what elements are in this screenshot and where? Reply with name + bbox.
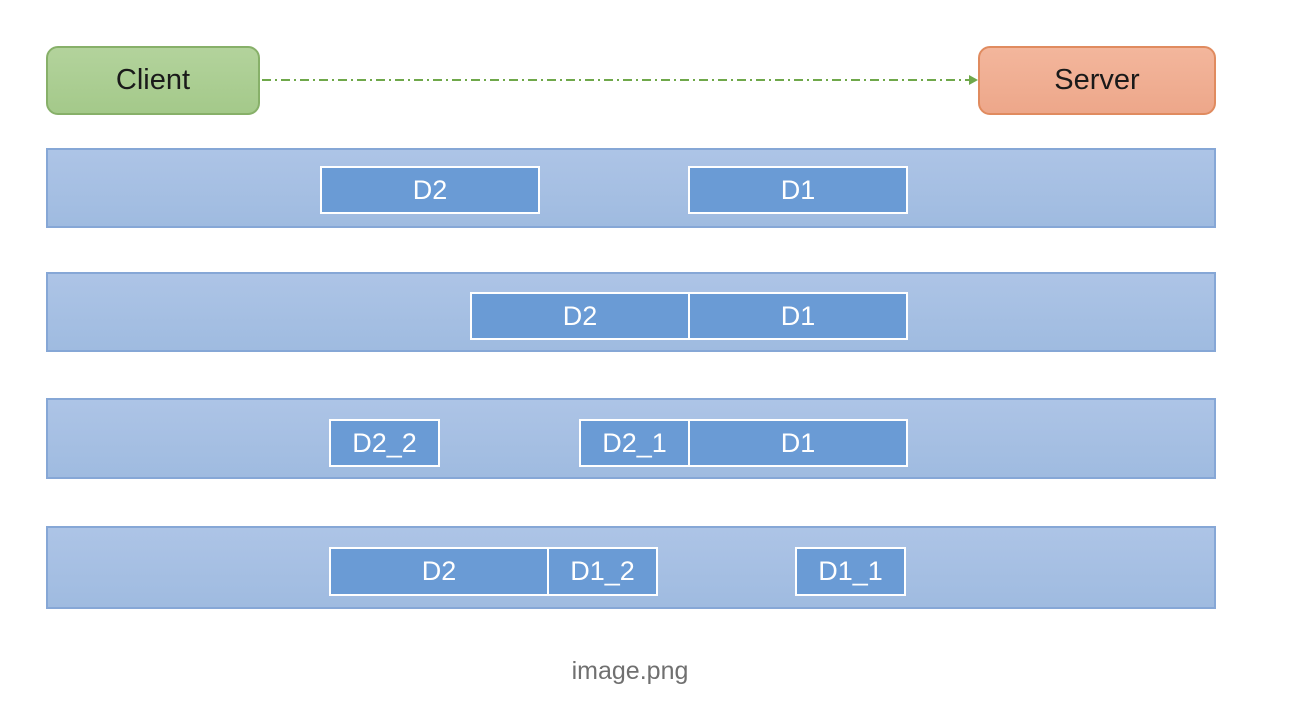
client-server-arrow (262, 75, 978, 85)
segment-d2-2: D2_2 (329, 419, 440, 467)
segment-d1-1: D1_1 (795, 547, 906, 596)
segment-d1: D1 (688, 166, 908, 214)
server-node: Server (978, 46, 1216, 115)
packet-lane-2: D2 D1 (46, 272, 1216, 352)
segment-d1-2: D1_2 (547, 547, 658, 596)
image-caption: image.png (571, 657, 689, 685)
client-node: Client (46, 46, 260, 115)
client-label: Client (115, 64, 191, 96)
packet-lane-3: D2_2 D2_1 D1 (46, 398, 1216, 479)
packet-lane-4: D2 D1_2 D1_1 (46, 526, 1216, 609)
server-label: Server (1054, 64, 1140, 96)
segment-d2: D2 (329, 547, 549, 596)
packet-lane-1: D2 D1 (46, 148, 1216, 228)
segment-d2-1: D2_1 (579, 419, 690, 467)
segment-d2: D2 (320, 166, 540, 214)
segment-d2: D2 (470, 292, 690, 340)
segment-d1: D1 (688, 292, 908, 340)
segment-d1: D1 (688, 419, 908, 467)
